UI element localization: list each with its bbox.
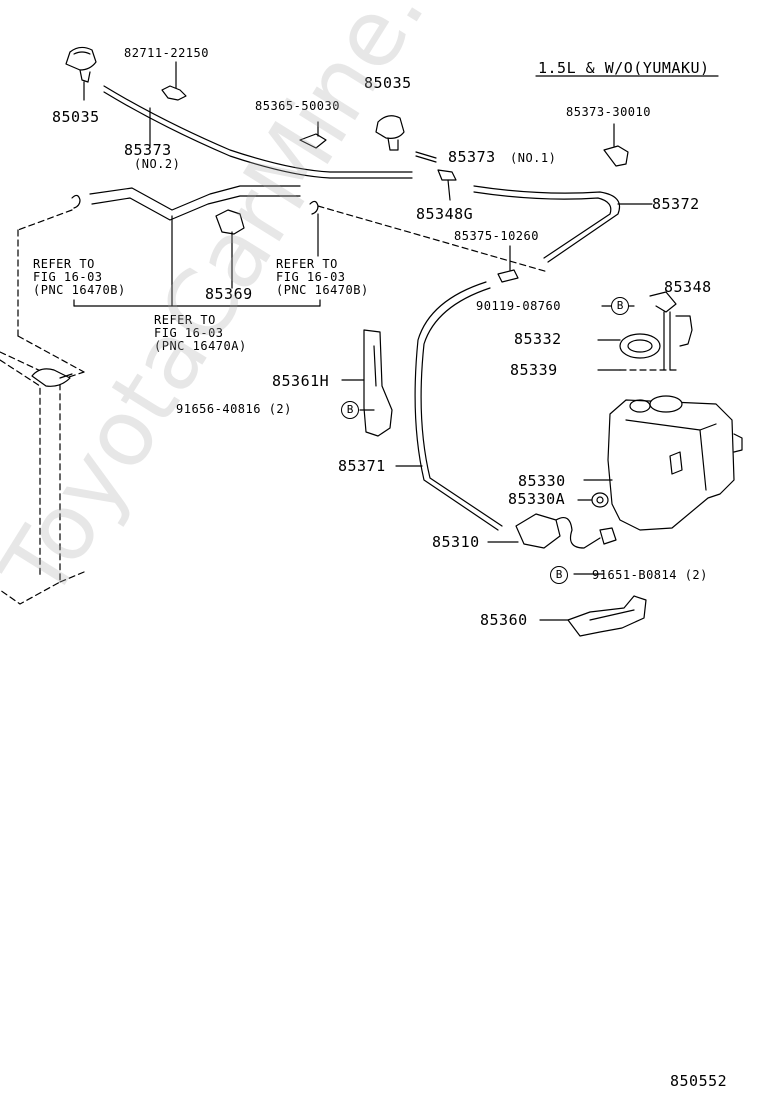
bracket-icon xyxy=(341,329,393,437)
part-label: 85330A xyxy=(508,490,566,508)
reference-note-bottom: REFER TO FIG 16-03 (PNC 16470A) xyxy=(154,314,247,353)
ref-line: (PNC 16470A) xyxy=(154,339,247,353)
part-label: 85339 xyxy=(510,361,558,379)
part-label: 85348 xyxy=(664,278,712,296)
joint-icon xyxy=(497,269,519,283)
hose-icon xyxy=(103,85,413,179)
reference-note-left: REFER TO FIG 16-03 (PNC 16470B) xyxy=(33,258,126,297)
panel-icon xyxy=(0,351,85,605)
hose-icon xyxy=(415,151,437,159)
hook-icon xyxy=(71,194,81,209)
part-label: 82711-22150 xyxy=(124,46,209,60)
part-label: 85348G xyxy=(416,205,474,223)
clip-icon xyxy=(603,123,629,167)
ref-line: (PNC 16470B) xyxy=(33,283,126,297)
hose-icon xyxy=(649,291,693,371)
hose-icon xyxy=(89,185,301,307)
part-label: 85332 xyxy=(514,330,562,348)
washer-nozzle-icon xyxy=(65,46,97,101)
hook-icon xyxy=(309,200,319,215)
part-label: 90119-08760 xyxy=(476,299,561,313)
part-label: 85330 xyxy=(518,472,566,490)
part-label: 85365-50030 xyxy=(255,99,340,113)
part-label: 85375-10260 xyxy=(454,229,539,243)
part-label: 85369 xyxy=(205,285,253,303)
header-note: 1.5L & W/O(YUMAKU) xyxy=(538,59,710,77)
part-label: 85361H xyxy=(272,372,330,390)
ref-line: FIG 16-03 xyxy=(154,326,224,340)
ref-line: REFER TO xyxy=(276,257,338,271)
part-label: 85372 xyxy=(652,195,700,213)
grommet-icon xyxy=(591,492,609,508)
part-label: 85373-30010 xyxy=(566,105,651,119)
reservoir-tank-icon xyxy=(607,395,743,531)
hose-icon xyxy=(473,185,653,263)
part-label: 85371 xyxy=(338,457,386,475)
b-marker: B xyxy=(550,566,568,584)
ref-line: FIG 16-03 xyxy=(33,270,103,284)
part-note: (NO.1) xyxy=(510,151,557,165)
ref-line: REFER TO xyxy=(33,257,95,271)
clip-icon xyxy=(161,61,187,101)
filler-cap-icon xyxy=(31,368,73,387)
ref-line: (PNC 16470B) xyxy=(276,283,369,297)
b-marker: B xyxy=(341,401,359,419)
ref-line: REFER TO xyxy=(154,313,216,327)
part-label: 85310 xyxy=(432,533,480,551)
pump-motor-icon xyxy=(515,513,617,549)
part-label: 85360 xyxy=(480,611,528,629)
cap-icon xyxy=(619,333,661,359)
b-marker: B xyxy=(611,297,629,315)
part-note: (NO.2) xyxy=(134,157,181,171)
part-label: 85035 xyxy=(364,74,412,92)
hose-icon xyxy=(395,281,503,531)
part-label: 85373 xyxy=(448,148,496,166)
bracket-icon xyxy=(539,573,647,637)
clip-icon xyxy=(299,121,327,149)
joint-icon xyxy=(437,169,457,201)
part-label: 85035 xyxy=(52,108,100,126)
part-label: 91656-40816 (2) xyxy=(176,402,292,416)
washer-nozzle-icon xyxy=(375,115,405,151)
diagram-id: 850552 xyxy=(670,1072,728,1090)
part-label: 91651-B0814 (2) xyxy=(592,568,708,582)
ref-line: FIG 16-03 xyxy=(276,270,346,284)
clamp-icon xyxy=(215,209,245,289)
part-label: 85373 xyxy=(124,141,172,159)
reference-note-mid: REFER TO FIG 16-03 (PNC 16470B) xyxy=(276,258,369,297)
